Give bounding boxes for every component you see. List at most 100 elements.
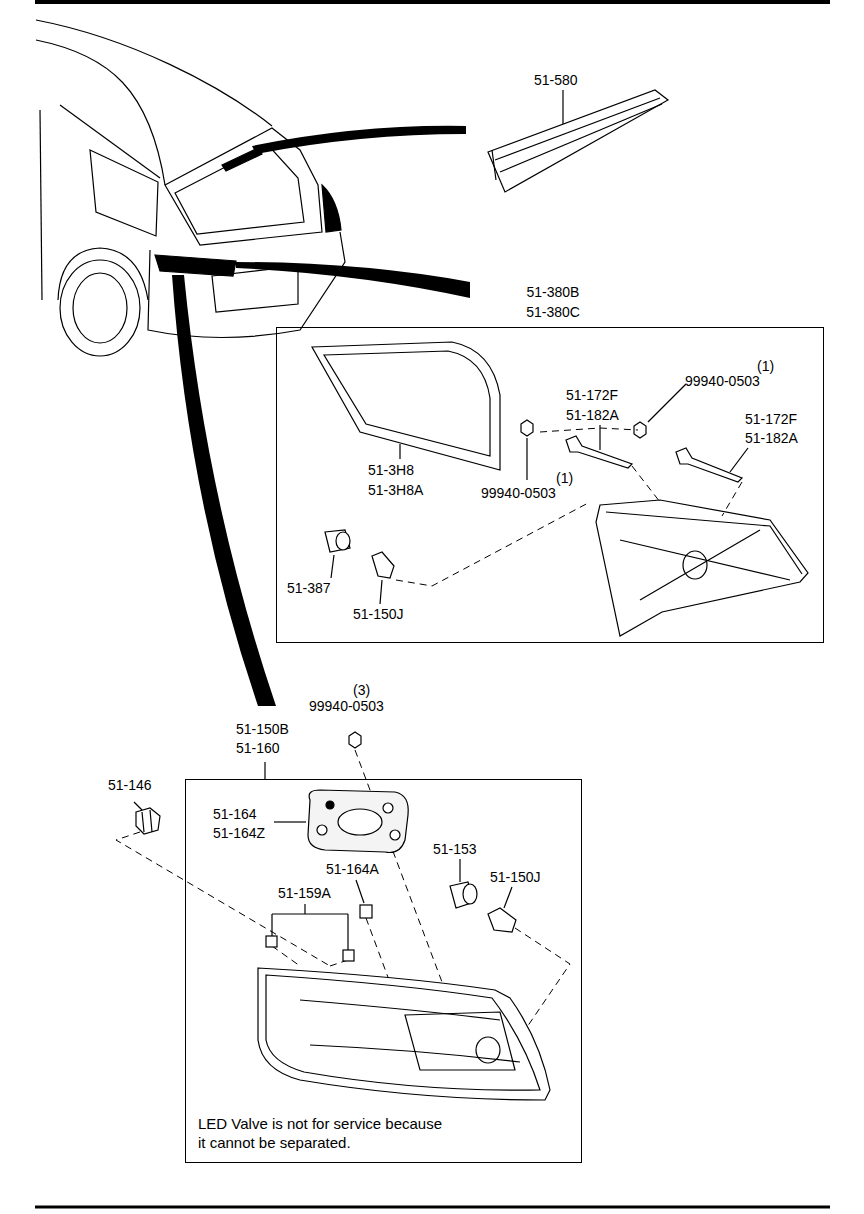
wheel — [60, 260, 140, 356]
assembly-lines — [116, 428, 742, 1030]
part-number: 51-3H8 — [368, 462, 414, 478]
dashed-line — [540, 428, 638, 432]
part-number: 51-150J — [490, 869, 541, 885]
leader-line — [380, 580, 382, 604]
part-number: 51-172F — [745, 411, 797, 427]
socket-wire — [676, 448, 742, 482]
part-number: 51-182A — [566, 407, 619, 423]
pad — [360, 905, 372, 918]
leader-line — [134, 802, 142, 810]
leader-line — [331, 555, 334, 578]
nut — [349, 732, 361, 748]
frame-rules — [35, 2, 830, 1207]
leader-line — [399, 444, 400, 459]
wheel-rim — [73, 273, 127, 343]
rear-combination-lamp — [258, 968, 550, 1100]
bulb — [372, 552, 394, 578]
assembly-number: 51-150B 51-160 — [236, 720, 302, 758]
leader-line — [264, 762, 265, 779]
rear-lamp-mark — [322, 185, 341, 232]
lens-line — [266, 975, 540, 1090]
belt-line — [60, 105, 160, 178]
rear-window — [175, 145, 304, 234]
lens-line — [620, 530, 790, 600]
leader-line — [274, 821, 306, 822]
leader-line — [599, 425, 600, 450]
clip — [266, 936, 277, 947]
part-number: 51-172F — [566, 387, 618, 403]
bulb-socket-end — [336, 532, 350, 550]
part-number: 51-159A — [278, 885, 331, 901]
leader-line — [356, 880, 364, 903]
dashed-line — [272, 946, 348, 966]
bulb-socket — [325, 530, 350, 552]
part-number: 51-387 — [287, 580, 331, 596]
gasket-hole — [390, 830, 400, 840]
socket-end — [463, 884, 477, 904]
lens-line — [405, 1012, 515, 1070]
inner-lamp — [596, 500, 808, 636]
nut — [521, 420, 533, 436]
tail-lamp-mark — [155, 255, 236, 276]
lamp-line — [500, 104, 662, 172]
gasket-hole — [383, 803, 393, 813]
dashed-line — [515, 928, 570, 1030]
bracket-line — [272, 914, 348, 950]
lens-line — [300, 1000, 520, 1062]
quantity-note: (1) — [757, 358, 774, 374]
part-number: 99940-0503 — [481, 485, 556, 501]
service-note: LED Valve is not for service because it … — [198, 1114, 448, 1152]
part-number: 51-153 — [433, 841, 477, 857]
quantity-note: (3) — [353, 682, 370, 698]
high-mount-lamp — [488, 90, 668, 192]
leader-line — [459, 859, 460, 882]
dashed-line — [632, 466, 660, 502]
body-side — [40, 110, 42, 300]
dashed-line — [116, 832, 330, 966]
gasket-inner — [324, 351, 490, 456]
side-window — [90, 150, 158, 236]
pointer-band — [252, 126, 466, 154]
gasket-hole — [326, 801, 334, 809]
lamp-body — [488, 90, 668, 192]
leader-line — [526, 438, 527, 480]
roof-side — [36, 40, 165, 185]
leader-line — [504, 887, 512, 908]
nut — [634, 422, 646, 438]
bulb — [488, 908, 516, 932]
socket-line — [142, 810, 152, 832]
lamp-line — [492, 150, 496, 180]
assembly-number: 51-380B 51-380C — [520, 282, 586, 322]
top-rule — [35, 0, 830, 4]
part-number: 99940-0503 — [309, 698, 384, 714]
gasket-hole — [317, 825, 327, 835]
lamp-line — [495, 98, 660, 160]
pointer-band — [236, 262, 470, 298]
part-number: 51-164A — [326, 861, 379, 877]
part-number: 51-182A — [745, 430, 798, 446]
part-number: 99940-0503 — [685, 373, 760, 389]
quantity-note: (1) — [556, 470, 573, 486]
vehicle — [36, 20, 345, 356]
leader-line — [730, 448, 748, 472]
dashed-line — [722, 482, 742, 516]
dashed-line — [396, 502, 590, 586]
part-number: 51-150J — [353, 606, 404, 622]
gasket-hole — [338, 809, 382, 835]
leader-line — [562, 90, 563, 124]
bottom-rule — [35, 1206, 830, 1209]
leader-line — [648, 384, 686, 422]
part-number: 51-164Z — [213, 825, 265, 841]
bracket-line — [304, 904, 305, 914]
part-number: 51-146 — [108, 777, 152, 793]
part-number: 51-3H8A — [368, 482, 423, 498]
part-number: 51-164 — [213, 806, 257, 822]
gasket — [312, 342, 500, 470]
clip — [343, 950, 354, 961]
lens-line — [606, 512, 802, 574]
socket-wire — [566, 436, 632, 468]
part-number: 51-580 — [534, 72, 578, 88]
